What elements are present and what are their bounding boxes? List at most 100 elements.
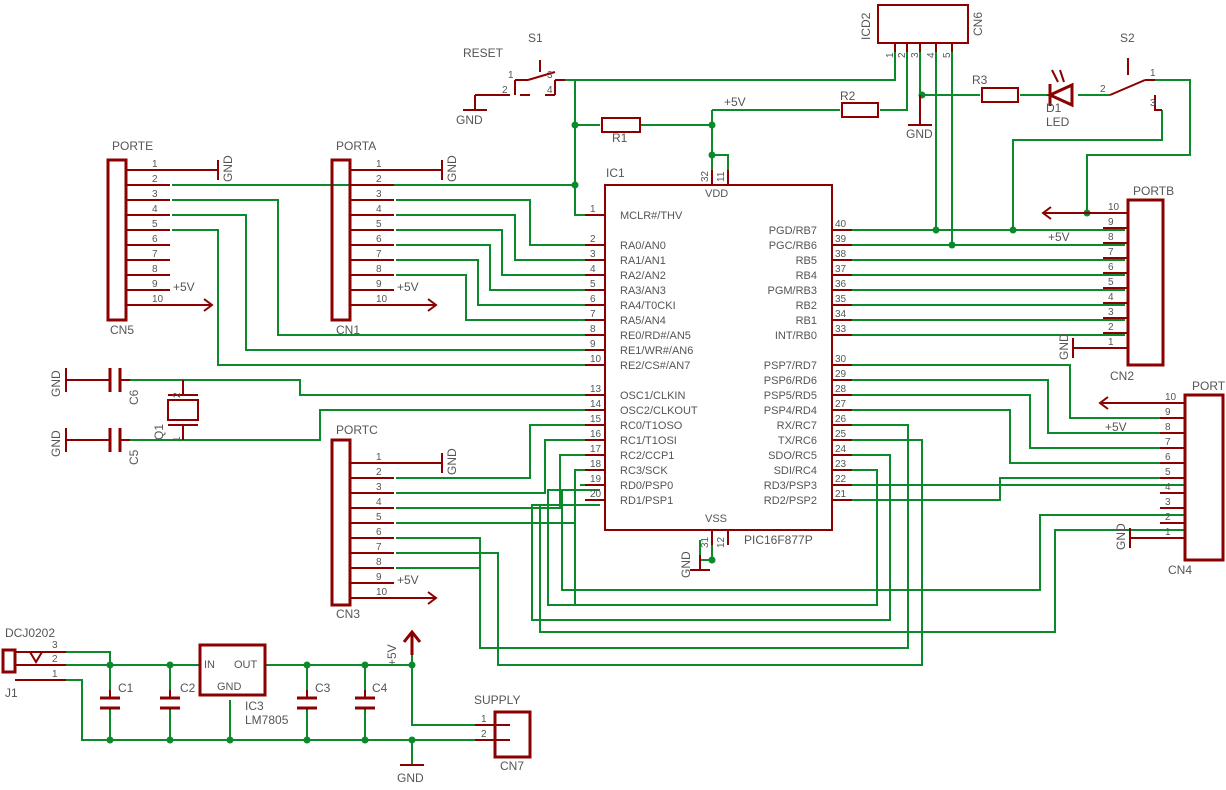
vcc-arrow xyxy=(394,591,438,605)
ic1-pin-number: 14 xyxy=(590,399,602,410)
connector-pin-number: 5 xyxy=(376,512,382,523)
connector-pin-number: 8 xyxy=(376,557,382,568)
regulator-body xyxy=(198,643,267,697)
connector-pin-number: 4 xyxy=(1108,292,1114,303)
ic1-pin-name: OSC1/CLKIN xyxy=(620,390,685,402)
vcc-supply-label: +5V xyxy=(385,644,399,666)
ic1-pin-name: TX/RC6 xyxy=(778,435,817,447)
r1-label: R1 xyxy=(612,131,628,145)
gnd-icd-label: GND xyxy=(906,127,933,141)
ic1-pin-number: 22 xyxy=(835,474,847,485)
connector-title: PORTD xyxy=(1192,379,1226,393)
ic1-pin-number: 27 xyxy=(835,399,847,410)
connector-pin-number: 10 xyxy=(1165,392,1177,403)
s2-pin-number: 3 xyxy=(1150,98,1156,109)
junctions xyxy=(106,91,1091,744)
ic1-pin-number: 32 xyxy=(700,170,711,182)
connector-pin-number: 7 xyxy=(376,249,382,260)
supply-connector-body xyxy=(493,710,532,759)
ic1-pin-number: 36 xyxy=(835,279,847,290)
ic1-pin-name: RC2/CCP1 xyxy=(620,450,674,462)
reset-switch xyxy=(514,60,565,96)
reg-out: OUT xyxy=(234,659,258,671)
ic1-pin-number: 15 xyxy=(590,414,602,425)
connector-pin-number: 10 xyxy=(376,294,388,305)
ic1-pin-name: RE1/WR#/AN6 xyxy=(620,345,693,357)
connector-pin-number: 8 xyxy=(376,264,382,275)
ic1-pin-number: 4 xyxy=(590,264,596,275)
ic1-pin-number: 31 xyxy=(700,536,711,548)
ic1-pin-number: 9 xyxy=(590,339,596,350)
connector-pin-number: 9 xyxy=(1165,407,1171,418)
connector-pin-number: 6 xyxy=(376,527,382,538)
s1-ref: S1 xyxy=(528,31,543,45)
ic1-pin-name: RA3/AN3 xyxy=(620,285,666,297)
gnd-symbol xyxy=(1129,528,1160,548)
gnd-ic-label: GND xyxy=(679,551,693,578)
ic1-pin-name: RA1/AN1 xyxy=(620,255,666,267)
r2-body xyxy=(841,102,879,118)
ic1-pin-number: 26 xyxy=(835,414,847,425)
r3-body xyxy=(981,87,1019,103)
reg-gnd: GND xyxy=(217,681,242,693)
ic1-pin-number: 17 xyxy=(590,444,602,455)
ic1-vss-label: VSS xyxy=(705,513,727,525)
ic1-pin-name: RA4/T0CKI xyxy=(620,300,676,312)
connector-pin-number: 5 xyxy=(1165,467,1171,478)
connector-pin-number: 3 xyxy=(152,189,158,200)
ic1-pin-name: RE2/CS#/AN7 xyxy=(620,360,690,372)
connector-pin-number: 2 xyxy=(1108,322,1114,333)
connector-pin-number: 7 xyxy=(152,249,158,260)
ic1-pin-number: 10 xyxy=(590,354,602,365)
reset-pin-number: 2 xyxy=(502,85,508,96)
ic1-pin-number: 1 xyxy=(590,204,596,215)
vcc-mclr-label: +5V xyxy=(724,95,746,109)
ic1-pin-name: RX/RC7 xyxy=(777,420,817,432)
connector-pin-number: 7 xyxy=(1108,247,1114,258)
ic1-pin-number: 21 xyxy=(835,489,847,500)
ic1-pin-name: RD1/PSP1 xyxy=(620,495,673,507)
connector-pin-number: 1 xyxy=(376,159,382,170)
connector-pin-number: 8 xyxy=(1108,232,1114,243)
ic1-pin-number: 40 xyxy=(835,219,847,230)
ic1-pin-name: OSC2/CLKOUT xyxy=(620,405,698,417)
gnd-label: GND xyxy=(445,155,459,182)
connector-pin-number: 10 xyxy=(376,587,388,598)
c5-label: C5 xyxy=(127,449,141,465)
connector-pin-number: 9 xyxy=(152,279,158,290)
icd-pin-number: 4 xyxy=(926,52,937,58)
ic1-pin-number: 28 xyxy=(835,384,847,395)
connector-ref: CN3 xyxy=(336,607,360,621)
gnd-symbol xyxy=(394,453,443,473)
ic1-pin-name: RC3/SCK xyxy=(620,465,668,477)
s2-ref: S2 xyxy=(1120,31,1135,45)
c2-label: C2 xyxy=(180,681,196,695)
gnd-reset-label: GND xyxy=(456,113,483,127)
gnd-symbol xyxy=(394,160,443,180)
jack-pin-3: 3 xyxy=(52,640,58,651)
c6-label: C6 xyxy=(127,389,141,405)
gnd-symbol xyxy=(170,160,219,180)
reset-pin-number: 1 xyxy=(508,70,514,81)
gnd-label: GND xyxy=(445,448,459,475)
ic1-pin-number: 23 xyxy=(835,459,847,470)
reg-value: LM7805 xyxy=(245,713,289,727)
jack-body xyxy=(1,648,17,674)
connector-pin-number: 5 xyxy=(152,219,158,230)
ic1-pin-name: RB4 xyxy=(796,270,817,282)
cn2-body xyxy=(1126,198,1165,367)
connector-pin-number: 3 xyxy=(1165,497,1171,508)
connector-pin-number: 2 xyxy=(376,174,382,185)
connector-pin-number: 8 xyxy=(1165,422,1171,433)
ic1-pin-number: 30 xyxy=(835,354,847,365)
connector-pin-number: 4 xyxy=(152,204,158,215)
ic1-pin-name: RD3/PSP3 xyxy=(764,480,817,492)
s2-pin-number: 2 xyxy=(1100,84,1106,95)
icd-header xyxy=(877,4,969,44)
ic1-pin-name: INT/RB0 xyxy=(775,330,817,342)
ic1-pin-name: RA0/AN0 xyxy=(620,240,666,252)
supply-ref: CN7 xyxy=(500,759,524,773)
reg-ref: IC3 xyxy=(245,699,264,713)
ic1-pin-name: PSP6/RD6 xyxy=(764,375,817,387)
